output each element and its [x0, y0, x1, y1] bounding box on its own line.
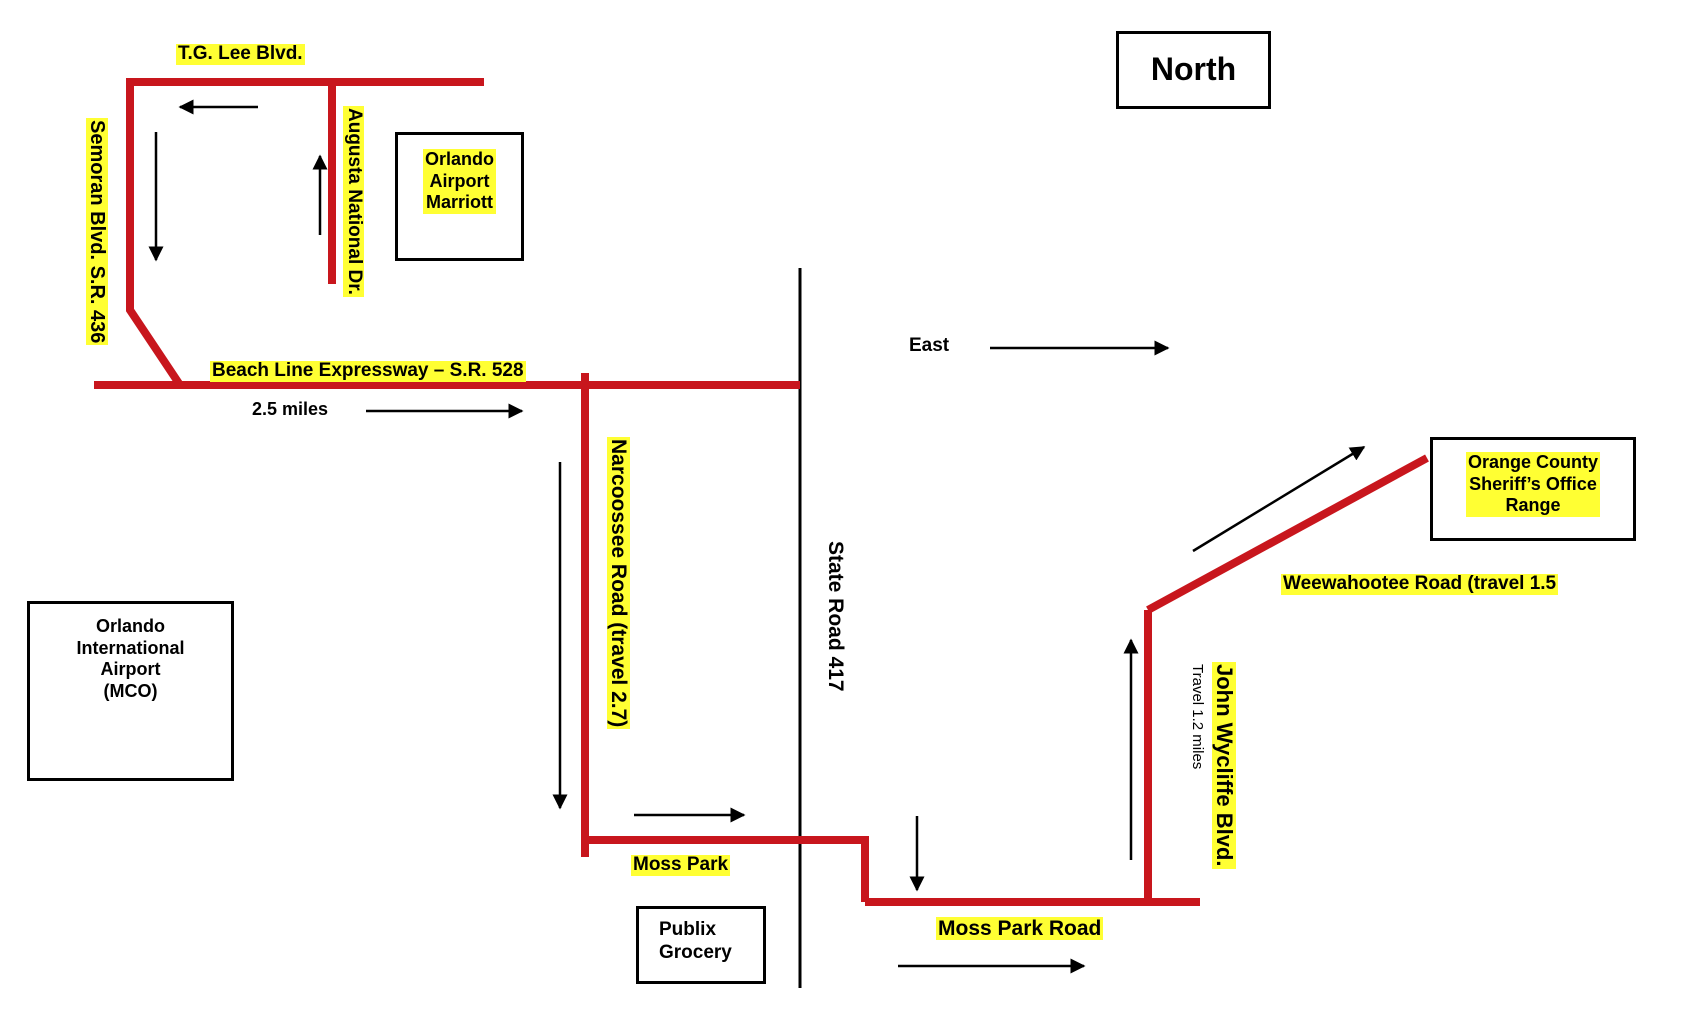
narcoossee-label: Narcoossee Road (travel 2.7): [606, 437, 630, 730]
marriott-line-1: Orlando: [424, 149, 494, 169]
marriott-name: Orlando Airport Marriott: [422, 149, 496, 214]
state-road-417-label: State Road 417: [824, 541, 847, 692]
mco-box: Orlando International Airport (MCO): [27, 601, 234, 781]
arrow-northeast-weewahootee: [1192, 445, 1366, 553]
north-label: North: [1150, 51, 1237, 88]
semoran-blvd-road: [126, 78, 184, 388]
john-wycliffe-label: John Wycliffe Blvd.: [1211, 662, 1237, 869]
augusta-label: Augusta National Dr.: [343, 106, 365, 297]
moss-park-upper-road: [585, 836, 869, 902]
range-line-1: Orange County: [1467, 452, 1598, 472]
tg-lee-label: T.G. Lee Blvd.: [176, 43, 305, 65]
publix-line-2: Grocery: [659, 941, 732, 963]
mco-line-1: Orlando: [95, 616, 165, 636]
publix-line-1: Publix: [659, 919, 717, 940]
publix-name: Publix Grocery: [659, 919, 732, 965]
mco-line-4: (MCO): [103, 680, 158, 701]
mco-line-3: Airport: [100, 659, 161, 680]
north-box: North: [1116, 31, 1271, 109]
range-box: Orange County Sheriff’s Office Range: [1430, 437, 1636, 541]
weewahootee-road: [1146, 454, 1429, 614]
beachline-distance-label: 2.5 miles: [252, 399, 329, 419]
marriott-line-2: Airport: [429, 170, 490, 191]
range-line-2: Sheriff’s Office: [1469, 473, 1597, 494]
moss-park-road-label: Moss Park Road: [936, 917, 1104, 941]
beachline-label: Beach Line Expressway – S.R. 528: [210, 360, 526, 382]
marriott-box: Orlando Airport Marriott: [395, 132, 524, 261]
publix-box: Publix Grocery: [636, 906, 766, 984]
moss-park-upper-label: Moss Park: [631, 854, 731, 876]
range-name: Orange County Sheriff’s Office Range: [1465, 452, 1600, 517]
john-wycliffe-distance-label: Travel 1.2 miles: [1189, 664, 1206, 770]
range-line-3: Range: [1505, 495, 1561, 516]
east-label: East: [909, 335, 950, 356]
mco-name: Orlando International Airport (MCO): [76, 616, 184, 702]
weewahootee-label: Weewahootee Road (travel 1.5: [1281, 573, 1559, 595]
semoran-label: Semoran Blvd. S.R. 436: [86, 118, 108, 346]
marriott-line-3: Marriott: [425, 192, 493, 213]
mco-line-2: International: [76, 637, 185, 658]
